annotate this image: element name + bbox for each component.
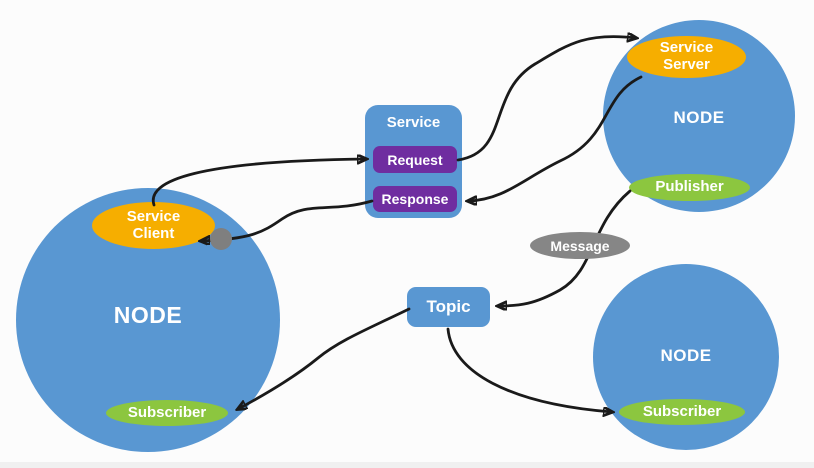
service-server-badge: Service Server — [627, 36, 746, 78]
subscriber-left-label: Subscriber — [127, 403, 207, 421]
server-node-label: NODE — [673, 108, 725, 127]
response-box: Response — [373, 186, 457, 212]
service-server-label: Service Server — [659, 39, 714, 73]
publisher-label: Publisher — [655, 178, 724, 196]
topic-label: Topic — [426, 297, 471, 316]
message-label: Message — [550, 237, 610, 254]
subscriber-node-label: NODE — [660, 346, 712, 365]
client-node-label: NODE — [113, 302, 183, 328]
request-label: Request — [387, 151, 443, 168]
publisher-badge: Publisher — [629, 174, 750, 201]
subscriber-right-badge: Subscriber — [619, 399, 745, 425]
service-client-badge: Service Client — [92, 202, 215, 249]
request-box: Request — [373, 146, 457, 173]
topic-box: Topic — [407, 287, 490, 327]
subscriber-right-label: Subscriber — [642, 402, 722, 420]
service-panel-title: Service — [386, 114, 441, 131]
arrow-topic-to-right-subscriber — [446, 327, 612, 412]
response-label: Response — [381, 191, 449, 207]
connection-dot — [210, 228, 232, 250]
bottom-strip — [0, 462, 814, 468]
subscriber-left-badge: Subscriber — [106, 400, 228, 426]
message-badge: Message — [530, 232, 630, 259]
service-client-label: Service Client — [126, 207, 181, 242]
